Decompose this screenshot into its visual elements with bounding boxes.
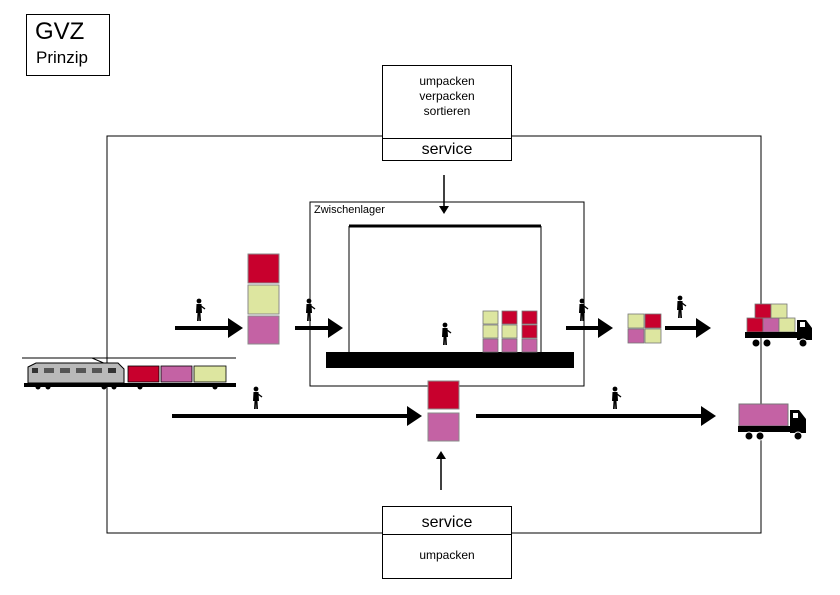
arrow-icon (566, 318, 613, 338)
title-box: GVZ Prinzip (26, 14, 110, 76)
container-stack-direct (427, 380, 460, 442)
truck-icon (745, 303, 812, 348)
person-icon (677, 295, 687, 318)
service-box-top: umpacken verpacken sortieren service (382, 65, 512, 161)
arrow-icon (476, 406, 716, 426)
person-icon (612, 386, 622, 409)
service-task: sortieren (423, 104, 471, 118)
person-icon (306, 298, 316, 321)
container-stacks-warehouse (482, 310, 538, 353)
person-icon (579, 298, 589, 321)
service-task: verpacken (419, 89, 475, 103)
service-divider (383, 534, 511, 535)
warehouse-platform (326, 352, 574, 368)
person-icon (196, 298, 206, 321)
arrow-icon (295, 318, 343, 338)
service-task: umpacken (419, 548, 475, 562)
service-task: umpacken (419, 74, 475, 88)
zwischenlager-label: Zwischenlager (314, 204, 385, 216)
arrow-icon-bottom-service (436, 451, 446, 490)
service-divider (383, 138, 511, 139)
arrow-icon (175, 318, 243, 338)
title-main: GVZ (35, 18, 85, 45)
container-block-consolidated (627, 313, 662, 344)
arrow-icon (172, 406, 422, 426)
truck-icon (738, 403, 806, 441)
service-label-bottom: service (421, 514, 473, 531)
arrow-icon (665, 318, 711, 338)
person-icon (442, 322, 452, 345)
service-box-bottom: service umpacken (382, 506, 512, 579)
service-label-top: service (421, 141, 473, 158)
train-icon (22, 357, 236, 390)
person-icon (253, 386, 263, 409)
arrow-icon-top-service (439, 175, 449, 214)
container-stack-incoming (247, 253, 280, 345)
title-sub: Prinzip (36, 48, 88, 67)
